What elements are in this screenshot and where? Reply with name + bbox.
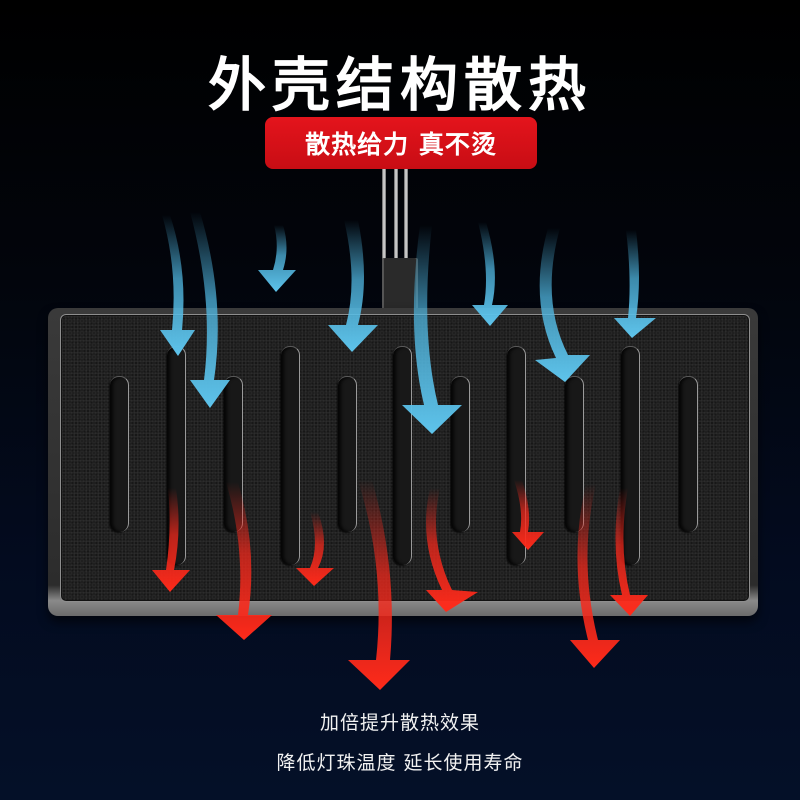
vent-slot-tall xyxy=(621,346,640,565)
caption-line-1: 加倍提升散热效果 xyxy=(319,712,480,734)
power-cable xyxy=(382,168,412,263)
vent-slot-short xyxy=(224,376,243,532)
vent-slot-short xyxy=(338,376,357,532)
cool-arrow-icon xyxy=(258,225,296,292)
vent-slot-short xyxy=(565,376,584,532)
vent-slot-short xyxy=(110,376,129,532)
vent-slot-short xyxy=(679,376,698,532)
caption-line-2: 降低灯珠温度 延长使用寿命 xyxy=(276,752,524,774)
vent-slot-tall xyxy=(393,346,412,565)
vent-slot-short xyxy=(451,376,470,532)
feature-badge: 散热给力 真不烫 xyxy=(265,117,537,169)
vent-slot-tall xyxy=(281,346,300,565)
vent-slot-tall xyxy=(167,346,186,565)
page-title: 外壳结构散热 xyxy=(207,51,592,119)
cable-strain-relief xyxy=(382,258,418,314)
vent-slot-tall xyxy=(507,346,526,565)
